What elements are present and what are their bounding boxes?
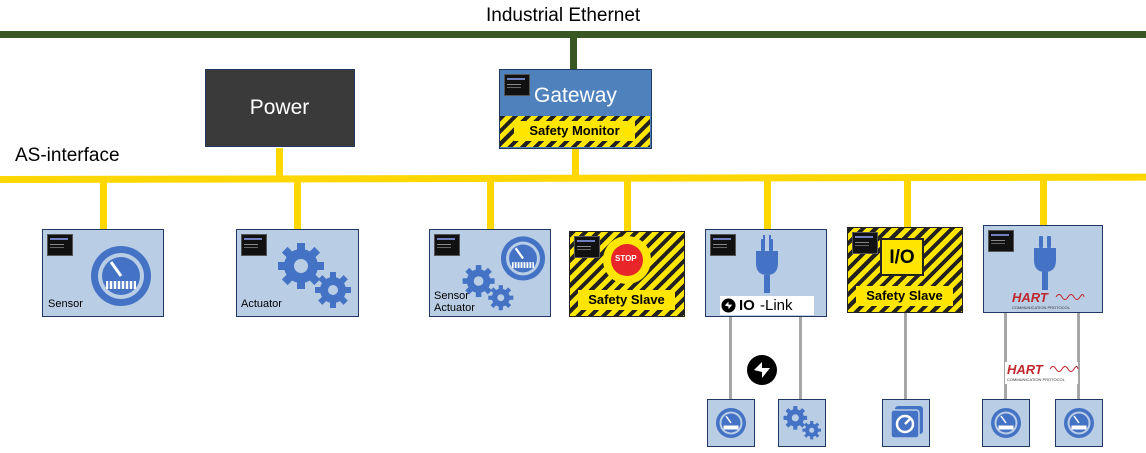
hart-logo-2-band (1005, 362, 1078, 384)
stop-button-icon (603, 236, 651, 284)
asi-drop-io (904, 180, 911, 228)
iolink-sub-sensor[interactable] (707, 399, 755, 447)
asi-drop-power (276, 148, 283, 180)
gauge-icon (1064, 408, 1094, 438)
asi-drop-gateway (572, 148, 579, 180)
gauge-icon (91, 246, 151, 306)
gateway-label: Gateway (534, 84, 617, 107)
asi-drop-iolink (764, 180, 771, 230)
io-badge: I/O (880, 238, 924, 276)
power-label: Power (249, 96, 310, 119)
gauge-icon (716, 408, 746, 438)
safety-slave-2-label: Safety Slave (856, 286, 953, 306)
hart-sub-line-left (1004, 313, 1007, 399)
iolink-logo-band (720, 296, 814, 315)
io-chip-icon (852, 232, 878, 254)
plug-icon (1034, 236, 1056, 290)
iolink-module[interactable]: IO -Link (705, 229, 827, 317)
safety-stop-chip-icon (574, 236, 600, 258)
hart-chip-icon (988, 230, 1014, 252)
asi-drop-sensor (100, 180, 107, 230)
actuator-label: Actuator (241, 298, 282, 310)
sensor-actuator-label-2: Actuator (434, 302, 475, 314)
hart-logo-icon (1055, 294, 1085, 300)
ethernet-bus (0, 31, 1146, 38)
sensor-module[interactable]: Sensor (42, 229, 164, 317)
iolink-text-io: IO (739, 297, 755, 314)
gateway-chip-icon (504, 74, 530, 96)
safety-monitor-label: Safety Monitor (514, 121, 635, 141)
io-sub-line (904, 313, 907, 399)
hart-logo-icon (1049, 366, 1079, 372)
actuator-chip-icon (241, 234, 267, 256)
iolink-text-link: -Link (760, 297, 793, 314)
safety-slave-1-label: Safety Slave (578, 290, 675, 310)
hart-sub-line-right (1077, 313, 1080, 399)
actuator-module[interactable]: Actuator (236, 229, 359, 317)
sensor-actuator-module[interactable]: Sensor Actuator (429, 229, 551, 317)
hart-sub-text: COMMUNICATION PROTOCOL (1012, 305, 1070, 310)
hart-logo-text: HART (1012, 290, 1048, 305)
rotary-knob-icon (890, 406, 923, 439)
gauge-icon (500, 236, 546, 281)
asi-drop-sensor-actuator (487, 180, 494, 230)
asi-drop-hart (1040, 180, 1047, 226)
hart-sub-sensor-2[interactable] (1055, 399, 1103, 447)
io-label: I/O (889, 247, 915, 268)
sensor-chip-icon (47, 234, 73, 256)
gears-icon (278, 243, 351, 308)
iolink-logo-icon (747, 355, 777, 385)
hart-logo-2-sub: COMMUNICATION PROTOCOL (1007, 377, 1065, 382)
sensor-actuator-chip-icon (434, 234, 460, 256)
iolink-sub-line-left (729, 317, 732, 399)
iolink-logo-icon (721, 298, 736, 313)
hart-module[interactable]: HART COMMUNICATION PROTOCOL (983, 225, 1103, 313)
plug-icon (756, 235, 778, 293)
gauge-icon (991, 408, 1021, 438)
iolink-sub-line-right (799, 317, 802, 399)
io-sub-device[interactable] (882, 399, 930, 447)
iolink-chip-icon (710, 234, 736, 256)
stop-label: STOP (615, 254, 637, 263)
sensor-actuator-label-1: Sensor (434, 290, 469, 302)
asi-label: AS-interface (15, 145, 120, 166)
asi-drop-actuator (294, 180, 301, 230)
safety-slave-stop-module[interactable]: STOP Safety Slave (569, 231, 685, 317)
gears-icon (783, 406, 821, 440)
power-module[interactable]: Power (205, 69, 355, 147)
gears-icon (462, 265, 514, 311)
iolink-sub-actuator[interactable] (778, 399, 826, 447)
hart-sub-sensor-1[interactable] (982, 399, 1030, 447)
asi-drop-safety-stop (624, 180, 631, 231)
gateway-module[interactable]: Gateway Safety Monitor (499, 69, 652, 149)
hart-logo-2-text: HART (1007, 362, 1043, 377)
io-safety-slave-module[interactable]: I/O Safety Slave (847, 227, 963, 313)
sensor-label: Sensor (48, 298, 83, 310)
ethernet-label: Industrial Ethernet (486, 5, 641, 26)
ethernet-drop-gateway (570, 37, 577, 70)
